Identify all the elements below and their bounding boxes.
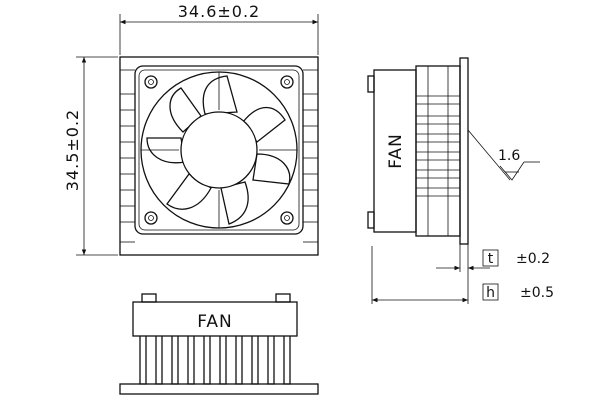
tol-h-symbol: h <box>486 285 495 301</box>
front-view <box>119 56 319 256</box>
bottom-screw-left <box>141 293 157 303</box>
side-fan-label: FAN <box>386 133 406 169</box>
roughness-value: 1.6 <box>498 148 520 164</box>
tol-t-box <box>482 249 499 267</box>
fan-hub <box>180 111 258 189</box>
bottom-base-plate <box>119 383 319 395</box>
side-view <box>367 57 469 245</box>
thickness-dimensions <box>371 244 490 304</box>
height-dimension-label: 34.5±0.2 <box>63 109 82 191</box>
tol-h-value: ±0.5 <box>520 285 554 301</box>
width-dimension <box>119 14 319 55</box>
bottom-fins <box>139 336 291 385</box>
side-fin-lines <box>416 66 460 236</box>
height-dimension <box>76 56 118 256</box>
bottom-fan-label: FAN <box>197 312 233 332</box>
fan-frame <box>134 65 304 235</box>
right-fins <box>303 69 318 243</box>
side-screw-bottom <box>367 211 375 229</box>
roughness-symbol <box>467 129 540 181</box>
side-screw-top <box>367 75 375 93</box>
tol-h-box <box>482 283 499 301</box>
width-dimension-label: 34.6±0.2 <box>178 2 260 21</box>
tol-t-symbol: t <box>488 251 494 267</box>
bottom-fan-body <box>132 301 298 337</box>
mounting-holes <box>144 75 294 225</box>
side-heatsink <box>415 65 461 237</box>
side-base-plate <box>459 57 469 245</box>
heatsink-outline <box>119 56 319 256</box>
left-fins <box>120 69 135 243</box>
fan-blades <box>141 72 297 228</box>
bottom-screw-right <box>275 293 291 303</box>
bottom-view <box>119 293 319 395</box>
tol-t-value: ±0.2 <box>516 251 550 267</box>
